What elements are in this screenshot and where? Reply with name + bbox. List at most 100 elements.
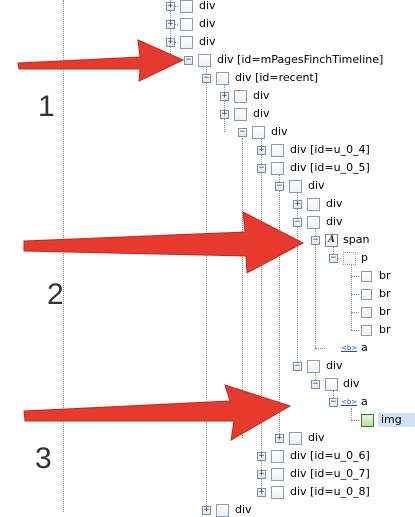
annotation-number-3: 3 (35, 442, 52, 475)
element-node-icon (271, 162, 284, 175)
tree-guide-line (170, 0, 171, 60)
annotation-number-1: 1 (38, 90, 55, 123)
element-node-icon (289, 180, 302, 193)
arrow-shape (23, 384, 292, 441)
expand-toggle[interactable]: + (257, 451, 266, 461)
element-node-icon (180, 0, 193, 13)
tree-guide-line (333, 390, 334, 402)
element-node-icon (325, 378, 338, 391)
element-node-icon (234, 90, 247, 103)
tree-node-label[interactable]: div (308, 431, 325, 444)
tree-node-label[interactable]: div (326, 197, 343, 210)
tree-guide-line (63, 0, 64, 512)
tree-node-label[interactable]: div [id=u_0_8] (290, 485, 370, 498)
tree-node-label[interactable]: div [id=u_0_4] (290, 143, 370, 156)
annotation-number-2: 2 (47, 278, 64, 311)
tree-node-label[interactable]: div (199, 0, 216, 12)
tree-node-label[interactable]: p (361, 251, 368, 264)
element-node-icon (216, 72, 229, 85)
tree-node-label[interactable]: br (379, 323, 391, 336)
tree-node-label[interactable]: div [id=mPagesFinchTimeline] (217, 53, 384, 66)
tree-node-label[interactable]: div (199, 17, 216, 30)
tree-node-label[interactable]: br (379, 287, 391, 300)
tree-node-label[interactable]: div [id=recent] (235, 71, 319, 84)
collapse-toggle[interactable]: − (184, 55, 193, 65)
tree-node-label[interactable]: div (326, 215, 343, 228)
collapse-toggle[interactable]: − (311, 379, 320, 389)
selected-tree-node-label[interactable]: img (378, 413, 415, 427)
tree-guide-line (351, 312, 359, 313)
image-node-icon (361, 414, 374, 427)
expand-toggle[interactable]: + (293, 199, 302, 209)
element-node-icon (234, 108, 247, 121)
expand-toggle[interactable]: + (166, 37, 175, 47)
tree-node-label[interactable]: div (343, 377, 360, 390)
tree-guide-line (242, 138, 243, 438)
tree-guide-line (351, 408, 352, 420)
tree-guide-line (297, 192, 298, 368)
collapse-toggle[interactable]: − (311, 235, 320, 245)
expand-toggle[interactable]: + (166, 19, 175, 29)
tree-guide-line (315, 372, 316, 384)
expand-toggle[interactable]: + (166, 1, 175, 11)
collapse-toggle[interactable]: − (329, 253, 338, 263)
tree-node-label[interactable]: div (253, 107, 270, 120)
collapse-toggle[interactable]: − (293, 217, 302, 227)
tree-node-label[interactable]: div [id=u_0_5] (290, 161, 370, 174)
arrow-shape (23, 211, 305, 274)
expand-toggle[interactable]: + (257, 487, 266, 497)
element-node-icon (180, 18, 193, 31)
link-node-icon: <b> (341, 344, 358, 352)
break-node-icon (361, 307, 372, 318)
element-node-icon (289, 432, 302, 445)
expand-toggle[interactable]: + (257, 469, 266, 479)
tree-guide-line (279, 174, 280, 438)
collapse-toggle[interactable]: − (202, 73, 211, 83)
tree-guide-line (351, 420, 359, 421)
tree-guide-line (315, 228, 316, 348)
tree-node-label[interactable]: div (308, 179, 325, 192)
break-node-icon (361, 325, 372, 336)
element-node-icon (271, 486, 284, 499)
tree-node-label[interactable]: div [id=u_0_6] (290, 449, 370, 462)
element-node-icon (307, 216, 320, 229)
collapse-toggle[interactable]: − (238, 127, 247, 137)
expand-toggle[interactable]: + (220, 91, 229, 101)
collapse-toggle[interactable]: − (293, 361, 302, 371)
element-node-icon (271, 450, 284, 463)
collapse-toggle[interactable]: − (275, 181, 284, 191)
element-node-icon (271, 468, 284, 481)
paragraph-node-icon (343, 252, 356, 265)
collapse-toggle[interactable]: − (257, 163, 266, 173)
expand-toggle[interactable]: + (257, 145, 266, 155)
tree-guide-line (351, 276, 359, 277)
text-node-icon: A (325, 234, 338, 247)
arrow-shape (17, 39, 185, 82)
break-node-icon (361, 271, 372, 282)
tree-node-label[interactable]: br (379, 305, 391, 318)
tree-node-label[interactable]: div (199, 35, 216, 48)
tree-node-label[interactable]: div (253, 89, 270, 102)
tree-node-label[interactable]: div (271, 125, 288, 138)
tree-node-label[interactable]: a (361, 395, 368, 408)
tree-guide-line (261, 138, 262, 494)
tree-node-label[interactable]: div (326, 359, 343, 372)
collapse-toggle[interactable]: − (329, 397, 338, 407)
break-node-icon (361, 289, 372, 300)
expand-toggle[interactable]: + (220, 109, 229, 119)
element-node-icon (307, 198, 320, 211)
tree-node-label[interactable]: span (343, 233, 370, 246)
element-node-icon (252, 126, 265, 139)
tree-node-label[interactable]: div [id=u_0_7] (290, 467, 370, 480)
tree-guide-line (351, 264, 352, 330)
element-node-icon (198, 54, 211, 67)
link-node-icon: <b> (341, 398, 358, 406)
element-node-icon (180, 36, 193, 49)
element-node-icon (307, 360, 320, 373)
tree-guide-line (206, 66, 207, 512)
expand-toggle[interactable]: + (275, 433, 284, 443)
tree-node-label[interactable]: a (361, 341, 368, 354)
tree-node-label[interactable]: br (379, 269, 391, 282)
tree-guide-line (351, 330, 359, 331)
